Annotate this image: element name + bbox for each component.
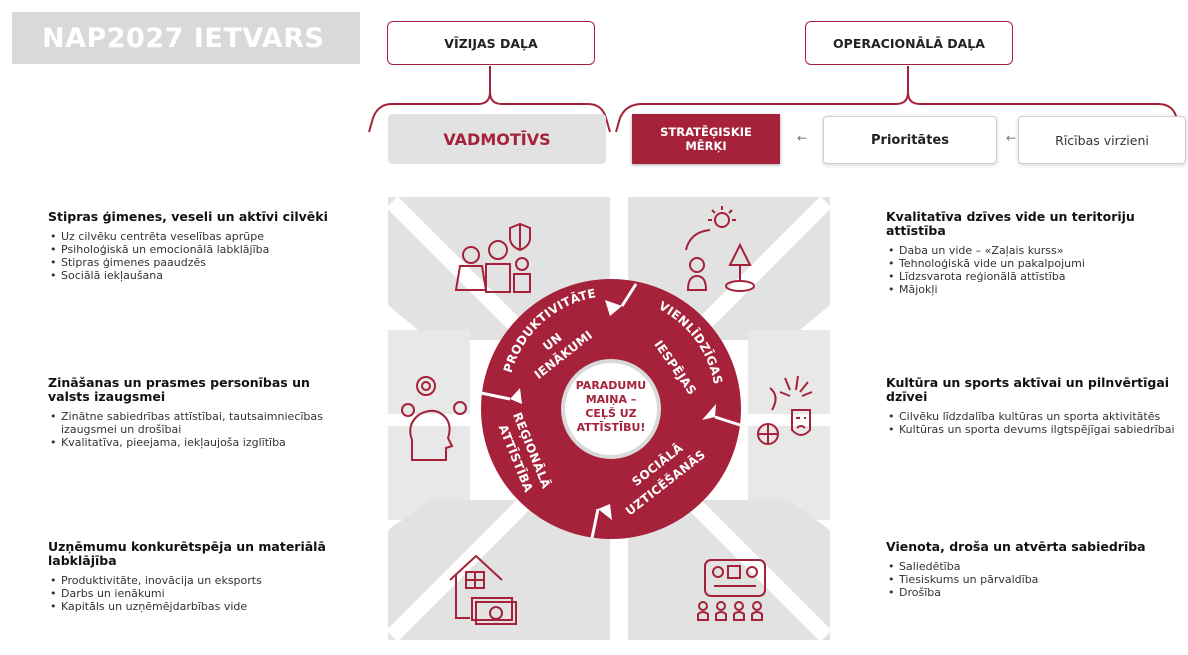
priorities-label: Prioritātes [871, 132, 949, 148]
right-section-2: Kultūra un sports aktīvai un pilnvērtīga… [886, 375, 1176, 437]
family-icon [454, 222, 531, 293]
section-title: Uzņēmumu konkurētspēja un materiālā labk… [48, 539, 326, 568]
list-item: Drošība [886, 586, 1176, 599]
action-lines-label: Rīcības virzieni [1055, 132, 1149, 148]
list-item: Uz cilvēku centrēta veselības aprūpe [48, 230, 340, 243]
operational-part-label: OPERACIONĀLĀ DAĻA [833, 35, 985, 51]
vision-part-box: VĪZIJAS DAĻA [387, 21, 595, 65]
arrow-left-icon: ← [1005, 131, 1017, 145]
list-item: Kvalitatīva, pieejama, iekļaujoša izglīt… [48, 436, 340, 449]
left-section-3: Uzņēmumu konkurētspēja un materiālā labk… [48, 539, 340, 614]
center-line-4: ATTĪSTĪBU! [577, 421, 646, 434]
list-item: Mājokļi [886, 283, 1176, 296]
strategic-goals-line-2: MĒRĶI [685, 139, 727, 153]
wheel-center [561, 359, 661, 459]
community-icon [697, 559, 766, 621]
list-item: Tehnoloģiskā vide un pakalpojumi [886, 257, 1176, 270]
leitmotif-label: VADMOTĪVS [443, 129, 551, 149]
section-title: Stipras ģimenes, veseli un aktīvi cilvēk… [48, 209, 328, 224]
strategic-goals-line-1: STRATĒĢISKIE [660, 125, 752, 139]
house-money-icon [449, 554, 517, 625]
center-line-2: MAIŅA – [586, 393, 637, 406]
list-item: Stipras ģimenes paaudzēs [48, 256, 340, 269]
page-title: NAP2027 IETVARS [12, 12, 360, 64]
nature-icon [685, 206, 755, 292]
list-item: Saliedētība [886, 560, 1176, 573]
arrow-left-icon: ← [796, 131, 808, 145]
section-title: Vienota, droša un atvērta sabiedrība [886, 539, 1146, 554]
mind-icon [401, 376, 467, 461]
strategic-goals-box: STRATĒĢISKIE MĒRĶI [632, 114, 780, 164]
list-item: Kultūras un sporta devums ilgtspējīgai s… [886, 423, 1176, 436]
list-item: Zinātne sabiedrības attīstībai, tautsaim… [48, 410, 340, 436]
center-line-1: PARADUMU [576, 379, 647, 392]
list-item: Cilvēku līdzdalība kultūras un sporta ak… [886, 410, 1176, 423]
list-item: Kapitāls un uzņēmējdarbības vide [48, 600, 340, 613]
list-item: Sociālā iekļaušana [48, 269, 340, 282]
section-title: Kvalitatīva dzīves vide un teritoriju at… [886, 209, 1135, 238]
list-item: Tiesiskums un pārvaldība [886, 573, 1176, 586]
list-item: Līdzsvarota reģionālā attīstība [886, 270, 1176, 283]
section-title: Zināšanas un prasmes personības un valst… [48, 375, 310, 404]
panel-bottom-left [388, 500, 610, 640]
left-section-1: Stipras ģimenes, veseli un aktīvi cilvēk… [48, 209, 340, 283]
list-item: Produktivitāte, inovācija un eksports [48, 574, 340, 587]
priorities-box: Prioritātes [823, 116, 997, 164]
center-line-3: CEĻŠ UZ [585, 407, 636, 420]
leitmotif-box: VADMOTĪVS [388, 114, 606, 164]
list-item: Daba un vide – «Zaļais kurss» [886, 244, 1176, 257]
operational-part-box: OPERACIONĀLĀ DAĻA [805, 21, 1013, 65]
culture-icon [757, 375, 813, 445]
vision-part-label: VĪZIJAS DAĻA [444, 35, 538, 51]
left-section-2: Zināšanas un prasmes personības un valst… [48, 375, 340, 450]
right-section-3: Vienota, droša un atvērta sabiedrība Sal… [886, 539, 1176, 600]
section-title: Kultūra un sports aktīvai un pilnvērtīga… [886, 375, 1170, 404]
list-item: Darbs un ienākumi [48, 587, 340, 600]
right-section-1: Kvalitatīva dzīves vide un teritoriju at… [886, 209, 1176, 297]
list-item: Psiholoģiskā un emocionālā labklājība [48, 243, 340, 256]
action-lines-box: Rīcības virzieni [1018, 116, 1186, 164]
